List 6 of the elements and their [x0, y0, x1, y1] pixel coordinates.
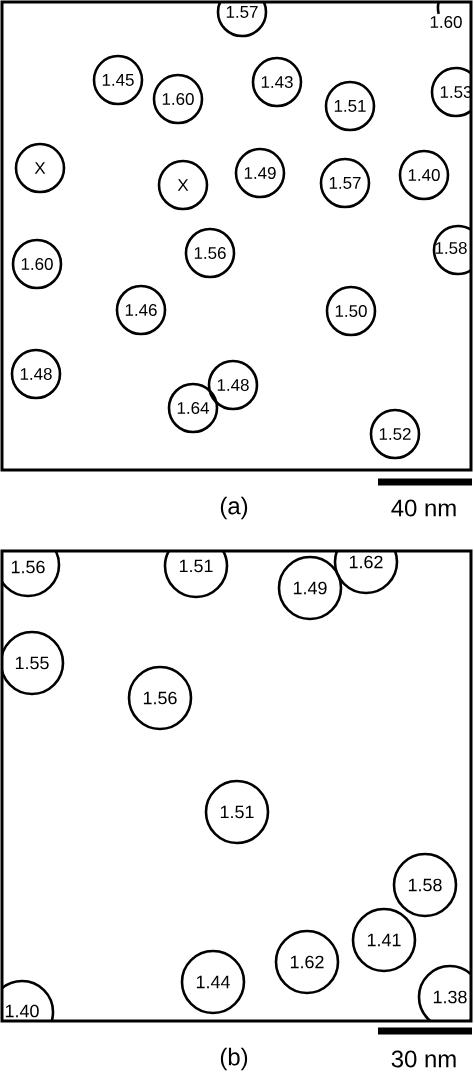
panel-frame	[0, 0, 473, 472]
panel-frame	[0, 549, 473, 1023]
panel-caption: (a)	[220, 496, 248, 520]
scale-label: 40 nm	[391, 499, 456, 517]
scale-label: 30 nm	[391, 1050, 456, 1068]
panel-caption: (b)	[220, 1047, 248, 1071]
